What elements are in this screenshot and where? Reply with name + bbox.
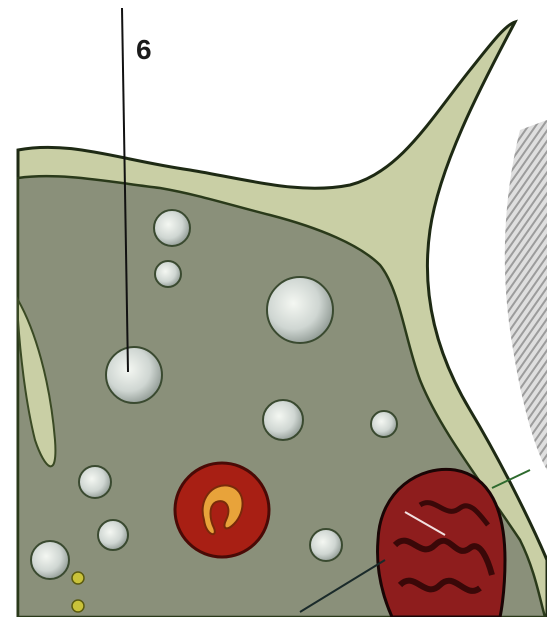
vesicle <box>154 210 190 246</box>
vesicle <box>310 529 342 561</box>
vesicle <box>106 347 162 403</box>
vesicle <box>263 400 303 440</box>
vesicle <box>79 466 111 498</box>
vesicle <box>155 261 181 287</box>
callout-label: 6 <box>136 36 152 64</box>
red-granule <box>175 463 269 557</box>
vesicle <box>31 541 69 579</box>
vesicle <box>267 277 333 343</box>
small-granule <box>72 600 84 612</box>
small-granule <box>72 572 84 584</box>
vesicle <box>371 411 397 437</box>
mitochondrion <box>378 469 505 617</box>
vesicle <box>98 520 128 550</box>
striated-lumen <box>505 120 547 470</box>
